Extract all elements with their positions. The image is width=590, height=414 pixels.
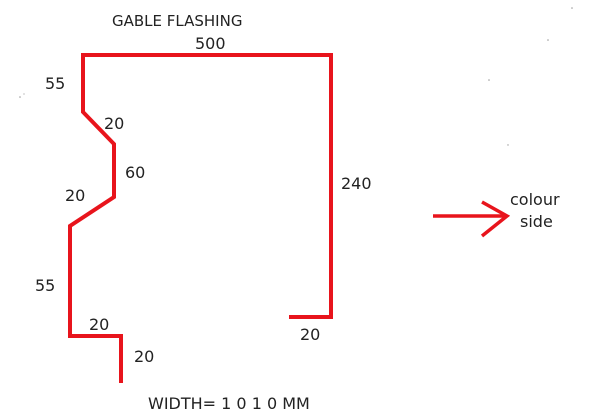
top-dimension-label: 500 xyxy=(195,34,226,53)
background-specks xyxy=(19,7,573,146)
left-low-dimension-label: 55 xyxy=(35,276,55,295)
flashing-profile-line xyxy=(68,53,333,383)
mid-bevel-dimension-label: 20 xyxy=(65,186,85,205)
colour-side-arrow xyxy=(433,200,511,238)
foot-dimension-label: 20 xyxy=(89,315,109,334)
right-side-dimension-label: 240 xyxy=(341,174,372,193)
colour-side-label-line2: side xyxy=(520,212,553,231)
right-return-dimension-label: 20 xyxy=(300,325,320,344)
top-bevel-dimension-label: 20 xyxy=(104,114,124,133)
left-top-dimension-label: 55 xyxy=(45,74,65,93)
total-width-note: WIDTH= 1 0 1 0 MM xyxy=(148,394,310,413)
foot-drop-dimension-label: 20 xyxy=(134,347,154,366)
mid-step-dimension-label: 60 xyxy=(125,163,145,182)
diagram-title: GABLE FLASHING xyxy=(112,12,242,30)
colour-side-label-line1: colour xyxy=(510,190,560,209)
